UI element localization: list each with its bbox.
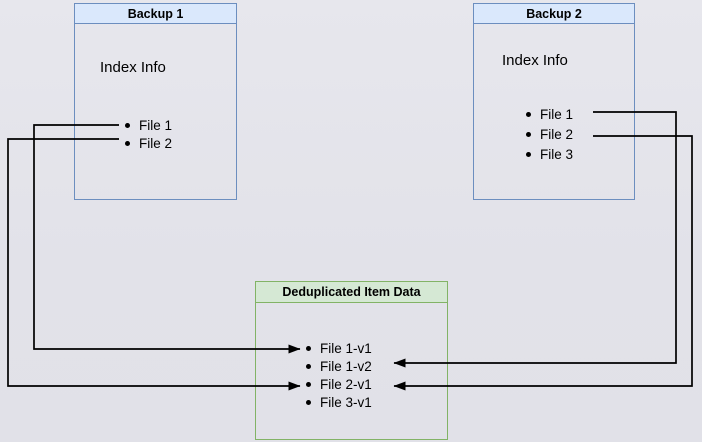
- list-item: File 2: [526, 124, 573, 144]
- list-item-label: File 2: [540, 126, 574, 142]
- bullet-icon: [125, 122, 130, 128]
- backup1-title: Backup 1: [127, 6, 184, 21]
- list-item-label: File 3-v1: [320, 394, 372, 410]
- list-item-label: File 1-v2: [320, 358, 372, 374]
- list-item-label: File 2: [139, 135, 173, 151]
- list-item: File 3: [526, 144, 573, 164]
- list-item-label: File 3: [540, 146, 574, 162]
- bullet-icon: [526, 151, 531, 157]
- list-item: File 2: [125, 134, 172, 152]
- dedup-file-list: File 1-v1 File 1-v2 File 2-v1 File 3-v1: [306, 339, 372, 411]
- list-item: File 1-v1: [306, 339, 372, 357]
- bullet-icon: [306, 345, 311, 351]
- dedup-box: Deduplicated Item Data File 1-v1 File 1-…: [255, 281, 448, 440]
- backup1-file-list: File 1 File 2: [125, 116, 172, 152]
- list-item: File 1: [526, 104, 573, 124]
- list-item: File 1: [125, 116, 172, 134]
- bullet-icon: [526, 111, 531, 117]
- backup2-title: Backup 2: [526, 6, 582, 21]
- backup1-header: Backup 1: [75, 4, 236, 24]
- bullet-icon: [306, 381, 311, 387]
- list-item-label: File 1: [540, 106, 574, 122]
- bullet-icon: [306, 363, 311, 369]
- bullet-icon: [306, 399, 311, 405]
- backup2-box: Backup 2 Index Info File 1 File 2 File 3: [473, 3, 635, 200]
- list-item-label: File 1-v1: [320, 340, 372, 356]
- list-item: File 1-v2: [306, 357, 372, 375]
- list-item-label: File 1: [139, 117, 173, 133]
- backup1-box: Backup 1 Index Info File 1 File 2: [74, 3, 237, 200]
- backup2-file-list: File 1 File 2 File 3: [526, 104, 573, 164]
- backup2-index-info-label: Index Info: [502, 52, 568, 69]
- backup1-index-info-label: Index Info: [100, 59, 166, 76]
- list-item: File 3-v1: [306, 393, 372, 411]
- backup2-header: Backup 2: [474, 4, 634, 24]
- dedup-title: Deduplicated Item Data: [282, 285, 421, 299]
- bullet-icon: [125, 140, 130, 146]
- dedup-header: Deduplicated Item Data: [256, 282, 447, 303]
- bullet-icon: [526, 131, 531, 137]
- list-item: File 2-v1: [306, 375, 372, 393]
- list-item-label: File 2-v1: [320, 376, 372, 392]
